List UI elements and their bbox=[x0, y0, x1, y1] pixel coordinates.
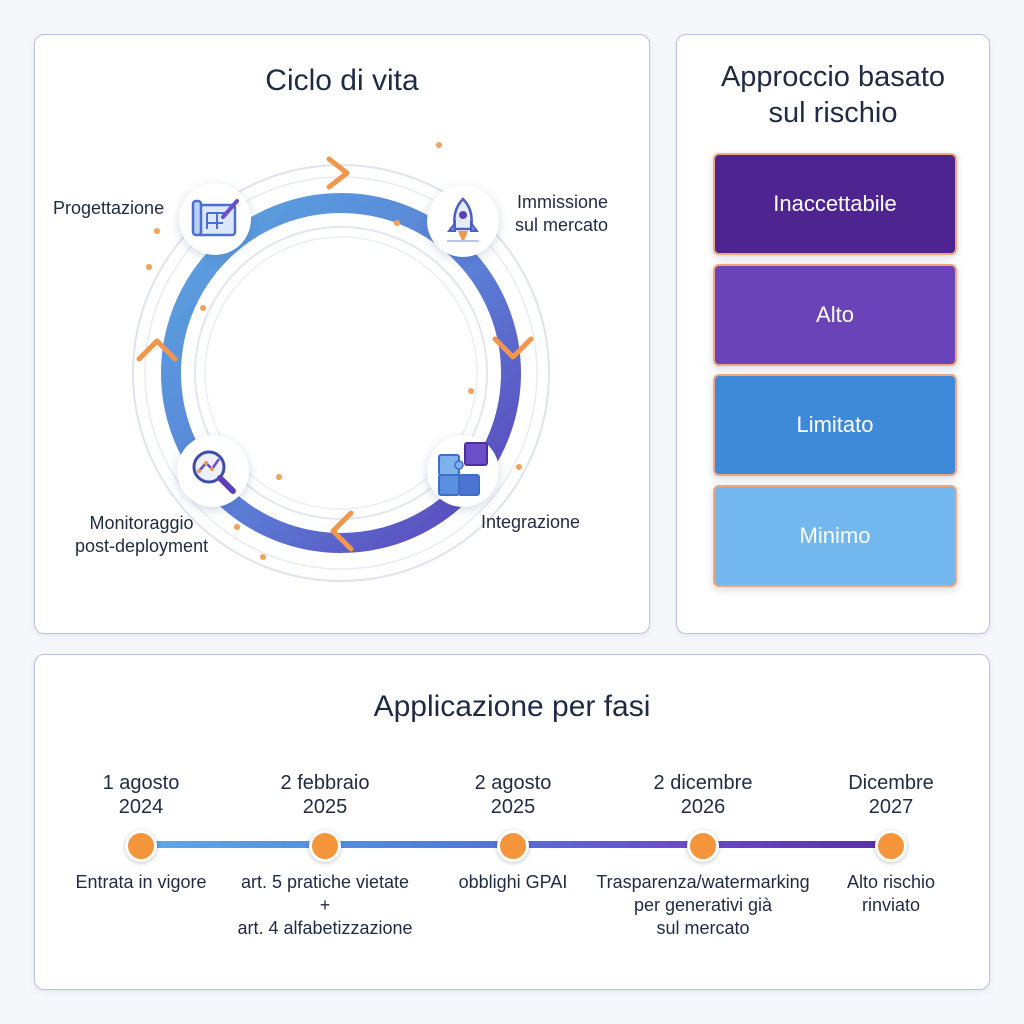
milestone-dot bbox=[125, 830, 157, 862]
milestone-date: 2 febbraio 2025 bbox=[280, 772, 370, 818]
risk-level-minimo: Minimo bbox=[713, 485, 957, 587]
stage-label-monitoraggio: Monitoraggio post-deployment bbox=[75, 513, 209, 556]
risk-level-inaccettabile: Inaccettabile bbox=[713, 153, 957, 255]
chevron-left-icon bbox=[136, 338, 178, 362]
chevron-right-icon bbox=[492, 336, 534, 360]
stage-node-immissione bbox=[427, 185, 499, 257]
lifecycle-cycle-diagram bbox=[132, 142, 550, 582]
milestone-date: Dicembre 2027 bbox=[848, 772, 934, 818]
risk-level-alto: Alto bbox=[713, 264, 957, 366]
stage-node-monitoraggio bbox=[177, 435, 249, 507]
milestone-description: obblighi GPAI bbox=[458, 872, 568, 892]
stage-label-integrazione: Integrazione bbox=[481, 512, 581, 532]
milestone-description: Trasparenza/watermarking per generativi … bbox=[596, 872, 810, 938]
milestone-dot bbox=[687, 830, 719, 862]
milestone-date: 2 dicembre 2026 bbox=[653, 772, 753, 818]
stage-node-integrazione bbox=[427, 435, 499, 507]
timeline-panel: Applicazione per fasi 1 agosto 2024 Entr… bbox=[34, 654, 990, 990]
puzzle-icon bbox=[438, 442, 488, 496]
stage-label-progettazione: Progettazione bbox=[53, 198, 165, 218]
rocket-icon bbox=[447, 197, 479, 243]
chevron-bottom-icon bbox=[330, 510, 354, 552]
risk-title: Approccio basato sul rischio bbox=[720, 61, 946, 129]
decorative-dots bbox=[146, 142, 522, 560]
milestone-description: Entrata in vigore bbox=[75, 872, 207, 892]
milestone-date: 1 agosto 2024 bbox=[102, 772, 180, 818]
magnifier-chart-icon bbox=[192, 450, 236, 494]
milestone-date: 2 agosto 2025 bbox=[474, 772, 552, 818]
stage-label-immissione: Immissione sul mercato bbox=[515, 192, 609, 235]
risk-level-limitato: Limitato bbox=[713, 374, 957, 476]
milestone-description: Alto rischio rinviato bbox=[846, 872, 936, 915]
milestone-dot bbox=[309, 830, 341, 862]
cycle-ring bbox=[161, 193, 521, 553]
inner-guide-ring bbox=[194, 226, 488, 520]
milestone-description: art. 5 pratiche vietate + art. 4 alfabet… bbox=[237, 872, 413, 938]
outer-guide-ring bbox=[132, 164, 550, 582]
risk-approach-panel: Approccio basato sul rischio Inaccettabi… bbox=[676, 34, 990, 634]
lifecycle-panel: Ciclo di vita bbox=[34, 34, 650, 634]
milestone-dot bbox=[497, 830, 529, 862]
milestone-dot bbox=[875, 830, 907, 862]
stage-node-progettazione bbox=[179, 183, 251, 255]
lifecycle-title: Ciclo di vita bbox=[265, 64, 419, 97]
inner-guide-ring-2 bbox=[204, 236, 478, 510]
timeline-title: Applicazione per fasi bbox=[373, 690, 651, 723]
blueprint-icon bbox=[191, 199, 239, 237]
chevron-top-icon bbox=[326, 156, 350, 190]
